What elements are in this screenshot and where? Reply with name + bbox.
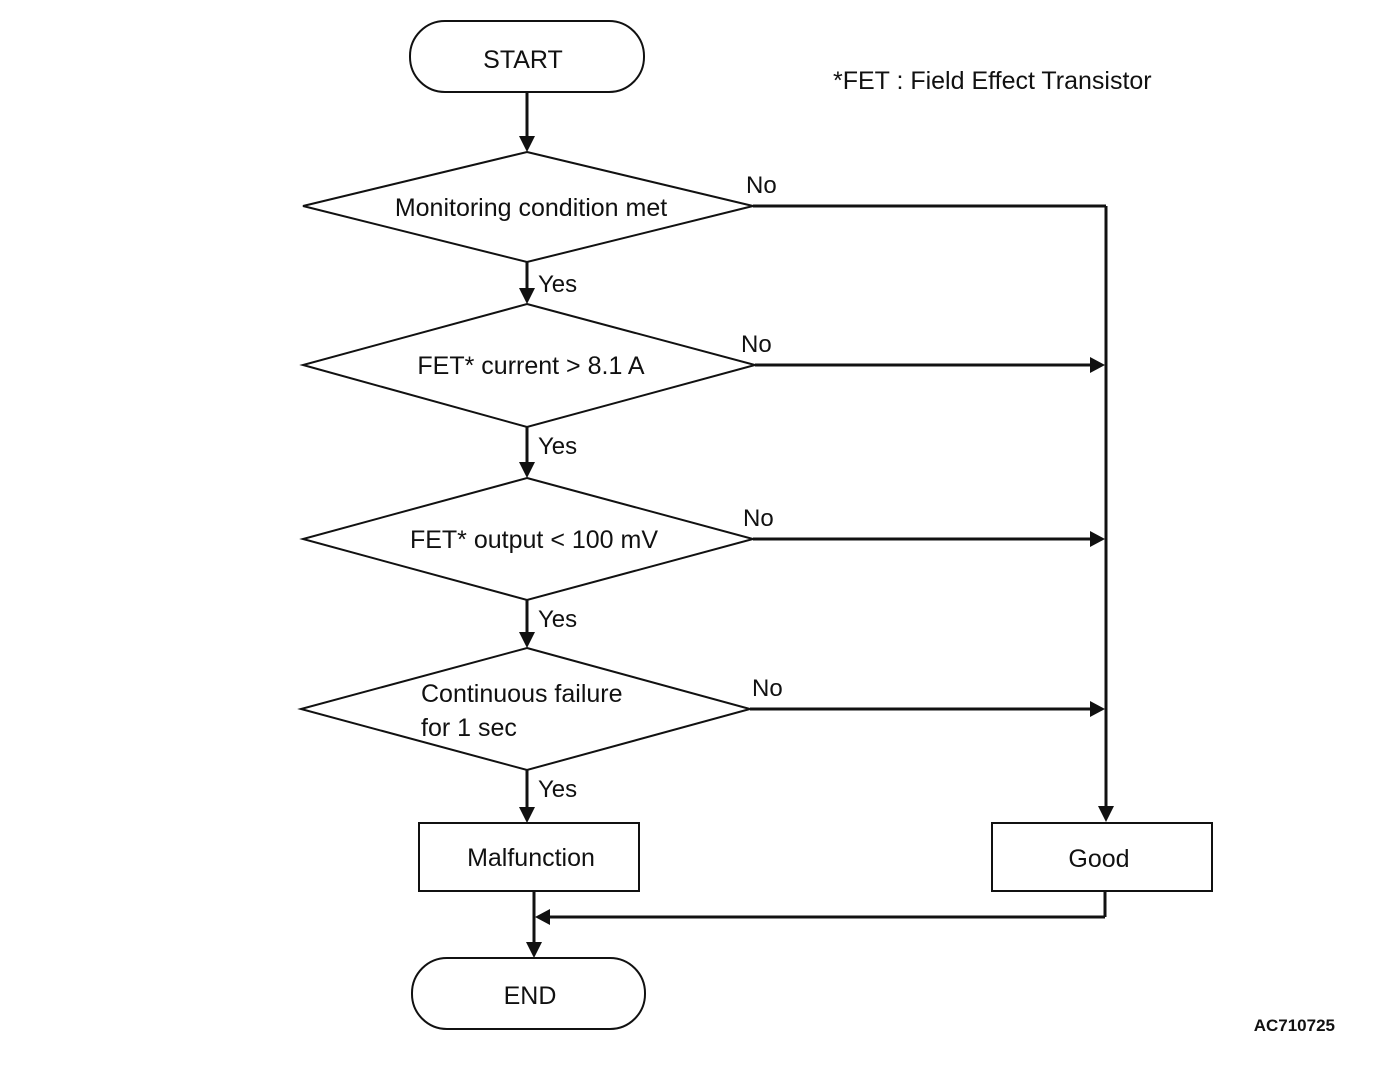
no-label-continuous: No	[752, 675, 783, 702]
no-label-fet-current: No	[741, 331, 772, 358]
fet-footnote: *FET : Field Effect Transistor	[833, 67, 1152, 95]
arrowhead-monitoring-yes	[519, 288, 535, 304]
arrowhead-continuous-no	[1090, 701, 1105, 717]
good-label: Good	[1068, 845, 1129, 873]
yes-label-fet-output: Yes	[538, 606, 577, 633]
yes-label-monitoring: Yes	[538, 271, 577, 298]
decision-fet-current-label: FET* current > 8.1 A	[417, 352, 645, 380]
arrowhead-fet-output-yes	[519, 632, 535, 648]
end-label: END	[504, 982, 557, 1010]
arrowhead-fet-current-no	[1090, 357, 1105, 373]
arrowhead-bus-to-good	[1098, 806, 1114, 822]
decision-fet-output-label: FET* output < 100 mV	[410, 526, 658, 554]
arrowhead-malfunction-to-end	[526, 942, 542, 958]
arrowhead-good-to-merge	[535, 909, 550, 925]
good-box	[991, 822, 1213, 892]
end-terminal	[411, 957, 646, 1030]
decision-continuous-line2: for 1 sec	[421, 714, 517, 742]
no-label-fet-output: No	[743, 505, 774, 532]
decision-continuous-failure	[297, 646, 754, 772]
arrowhead-continuous-yes	[519, 807, 535, 823]
yes-label-continuous: Yes	[538, 776, 577, 803]
figure-code: AC710725	[1254, 1016, 1335, 1035]
no-label-monitoring: No	[746, 172, 777, 199]
arrowhead-fet-output-no	[1090, 531, 1105, 547]
yes-label-fet-current: Yes	[538, 433, 577, 460]
decision-continuous-line1: Continuous failure	[421, 680, 623, 708]
malfunction-box	[418, 822, 640, 892]
decision-monitoring-label: Monitoring condition met	[395, 194, 667, 222]
malfunction-label: Malfunction	[467, 844, 595, 872]
start-label: START	[483, 46, 563, 74]
arrowhead-fet-current-yes	[519, 462, 535, 478]
arrowhead-start-to-monitoring	[519, 136, 535, 152]
